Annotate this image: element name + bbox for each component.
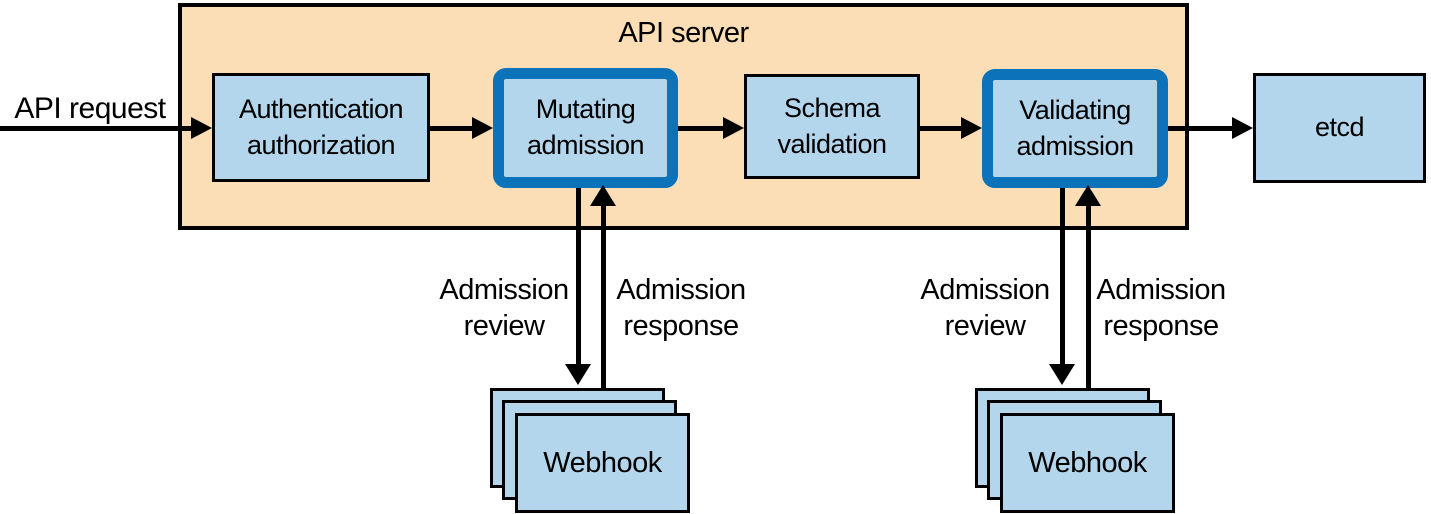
node-schema-validation: Schema validation	[744, 74, 920, 179]
arrowhead-schema-to-validating	[961, 117, 982, 139]
webhook-right: Webhook	[1000, 413, 1175, 513]
node-etcd: etcd	[1253, 73, 1426, 183]
node-validating-admission: Validating admission	[982, 69, 1168, 188]
api-server-title: API server	[618, 17, 749, 49]
api-request-label: API request	[14, 92, 166, 125]
arrow-line-mutating-response-up	[601, 205, 606, 389]
arrowhead-api-request	[191, 117, 212, 139]
label-admission-review-left: Admission review	[439, 274, 569, 342]
arrowhead-mutating-review-down	[565, 364, 591, 385]
arrowhead-validating-response-up	[1075, 185, 1101, 206]
webhook-left: Webhook	[515, 413, 690, 513]
node-authentication-authorization: Authentication authorization	[212, 73, 430, 182]
arrowhead-validating-to-etcd	[1232, 117, 1253, 139]
arrow-line-mutating-to-schema	[678, 126, 723, 131]
arrowhead-validating-review-down	[1049, 364, 1075, 385]
arrow-line-api-request	[0, 126, 191, 131]
arrowhead-auth-to-mutating	[472, 117, 493, 139]
arrow-line-schema-to-validating	[920, 126, 961, 131]
arrow-line-mutating-review-down	[576, 188, 581, 365]
arrow-line-validating-response-up	[1086, 205, 1091, 389]
label-admission-review-right: Admission review	[920, 274, 1050, 342]
arrow-line-validating-review-down	[1060, 188, 1065, 365]
arrow-line-validating-to-etcd	[1168, 126, 1232, 131]
node-mutating-admission: Mutating admission	[493, 68, 678, 188]
label-admission-response-right: Admission response	[1096, 274, 1226, 342]
arrow-line-auth-to-mutating	[430, 126, 472, 131]
arrowhead-mutating-response-up	[590, 185, 616, 206]
label-admission-response-left: Admission response	[616, 274, 746, 342]
arrowhead-mutating-to-schema	[723, 117, 744, 139]
